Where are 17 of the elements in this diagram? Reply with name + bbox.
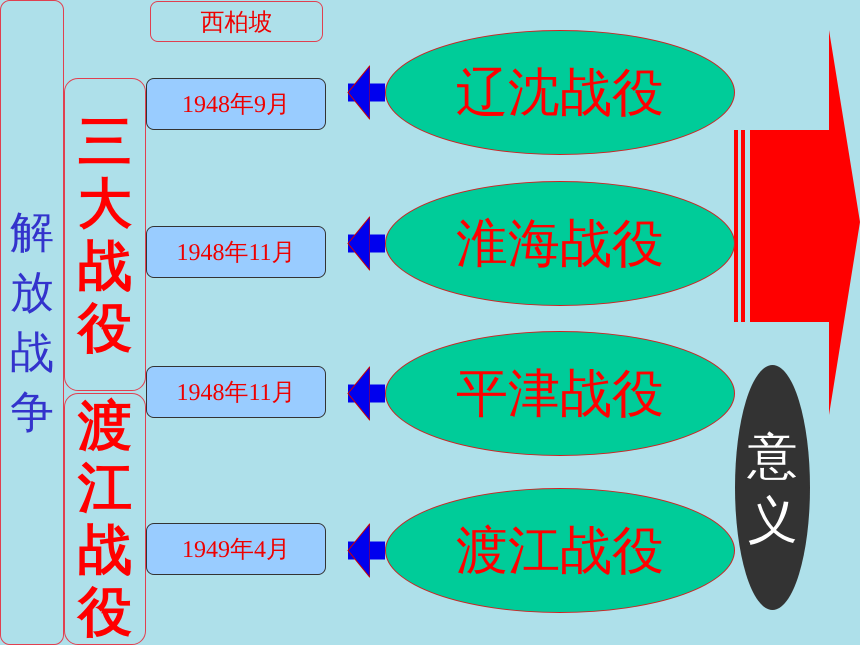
date-box: 1948年11月	[146, 226, 326, 278]
battle-ellipse: 渡江战役	[385, 488, 735, 613]
battle-ellipse: 平津战役	[385, 331, 735, 456]
battle-ellipse: 辽沈战役	[385, 30, 735, 155]
battle-ellipse: 淮海战役	[385, 181, 735, 306]
block-arrow	[348, 216, 385, 271]
block-arrow	[348, 366, 385, 421]
place-box: 西柏坡	[150, 1, 323, 42]
meaning-ellipse: 意义	[735, 365, 810, 610]
block-arrow	[348, 523, 385, 578]
block-arrow	[348, 65, 385, 120]
campaign-group-panel: 三大战役	[64, 78, 146, 391]
date-box: 1949年4月	[146, 523, 326, 575]
date-box: 1948年9月	[146, 78, 326, 130]
war-panel: 解放战争	[0, 0, 64, 645]
date-box: 1948年11月	[146, 366, 326, 418]
campaign-group-panel: 渡江战役	[64, 393, 146, 645]
